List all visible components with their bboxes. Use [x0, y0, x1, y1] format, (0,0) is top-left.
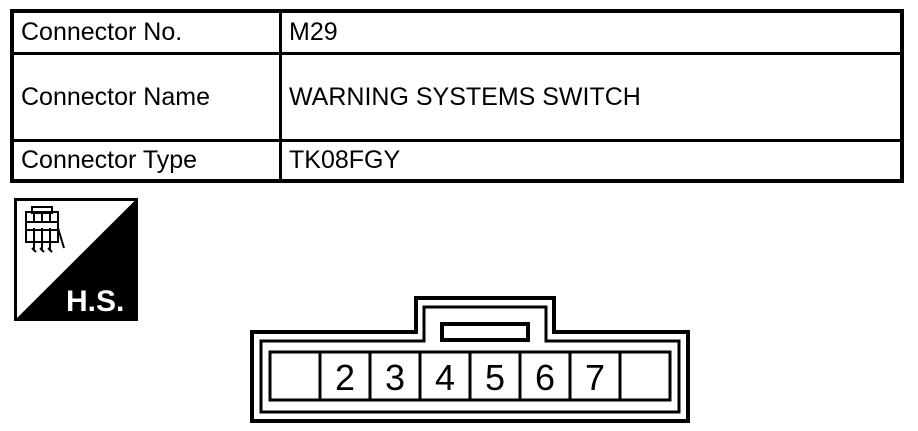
connector-number-label: Connector No.: [10, 9, 282, 55]
connector-name-value: WARNING SYSTEMS SWITCH: [279, 51, 904, 143]
connector-type-value: TK08FGY: [279, 139, 904, 183]
connector-name-label: Connector Name: [10, 51, 282, 143]
connector-name-row: Connector Name WARNING SYSTEMS SWITCH: [10, 51, 904, 143]
connector-latch: [440, 322, 530, 342]
pin-label-7: 7: [585, 357, 605, 398]
connector-housing: [250, 296, 690, 423]
connector-plug-icon: [25, 206, 65, 253]
harness-side-badge: H.S.: [14, 198, 138, 321]
pin-label-5: 5: [485, 357, 505, 398]
pin-label-3: 3: [385, 357, 405, 398]
pin-label-2: 2: [335, 357, 355, 398]
pin-label-4: 4: [435, 357, 455, 398]
badge-black-triangle: [15, 199, 136, 320]
connector-number-row: Connector No. M29: [10, 9, 904, 55]
connector-type-row: Connector Type TK08FGY: [10, 139, 904, 183]
connector-type-label: Connector Type: [10, 139, 282, 183]
connector-number-value: M29: [279, 9, 904, 55]
connector-info-table: Connector No. M29 Connector Name WARNING…: [10, 9, 904, 183]
pin-label-6: 6: [535, 357, 555, 398]
badge-label: H.S.: [66, 285, 124, 318]
